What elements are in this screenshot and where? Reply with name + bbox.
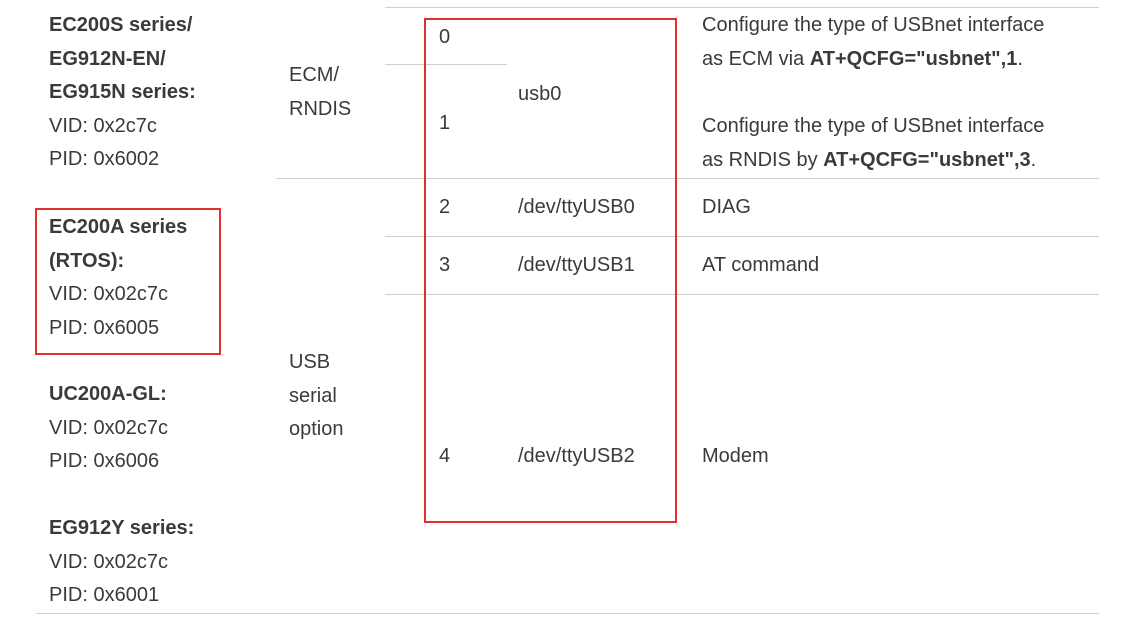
interface-number: 3 [439,254,451,276]
highlight-box-ec200a [35,208,221,355]
port-name: /dev/ttyUSB0 [518,196,635,218]
vid-value: VID: 0x02c7c [49,416,168,439]
function-label: AT command [702,254,820,276]
port-name: usb0 [518,83,562,105]
at-command: AT+QCFG="usbnet",3 [823,148,1031,171]
device-name: EG912Y series: [49,517,195,539]
device-name: EC200S series/ [49,14,193,36]
row-divider [385,236,1099,237]
device-name: EC200A series [49,216,188,238]
device-name: EG915N series: [49,81,196,104]
vid-value: VID: 0x02c7c [49,550,168,573]
function-label: DIAG [702,196,751,218]
pid-value: PID: 0x6005 [49,316,160,339]
device-name: EG912N-EN/ [49,47,166,70]
row-divider [276,178,1099,179]
vid-value: VID: 0x02c7c [49,283,168,306]
usbnet-note-rndis: Configure the type of USBnet interface a… [702,115,1045,171]
row-divider [385,64,507,65]
device-entry: UC200A-GL: VID: 0x02c7c PID: 0x6006 [49,378,168,479]
pid-value: PID: 0x6001 [49,584,160,607]
device-entry: EC200A series (RTOS): VID: 0x02c7c PID: … [49,211,187,345]
pid-value: PID: 0x6002 [49,148,160,171]
interface-number: 2 [439,196,451,218]
device-name: UC200A-GL: [49,383,167,405]
device-entry: EC200S series/ EG912N-EN/ EG915N series:… [49,9,196,177]
at-command: AT+QCFG="usbnet",1 [809,47,1018,70]
row-divider [385,294,1099,295]
device-name: (RTOS): [49,249,125,272]
vid-value: VID: 0x2c7c [49,114,157,137]
group-label-usb-serial-option: USB serial option [289,351,344,441]
port-name: /dev/ttyUSB1 [518,254,635,276]
function-label: Modem [702,445,769,467]
interface-number: 0 [439,26,451,48]
highlight-box-interfaces [424,18,677,523]
port-name: /dev/ttyUSB2 [518,445,635,467]
group-label-ecm-rndis: ECM/ RNDIS [289,64,352,120]
pid-value: PID: 0x6006 [49,450,160,473]
interface-number: 1 [439,112,451,134]
interface-number: 4 [439,445,451,467]
device-entry: EG912Y series: VID: 0x02c7c PID: 0x6001 [49,512,194,613]
table-bottom-rule [36,613,1099,614]
table-top-rule [385,7,1099,8]
usbnet-note-ecm: Configure the type of USBnet interface a… [702,14,1045,70]
